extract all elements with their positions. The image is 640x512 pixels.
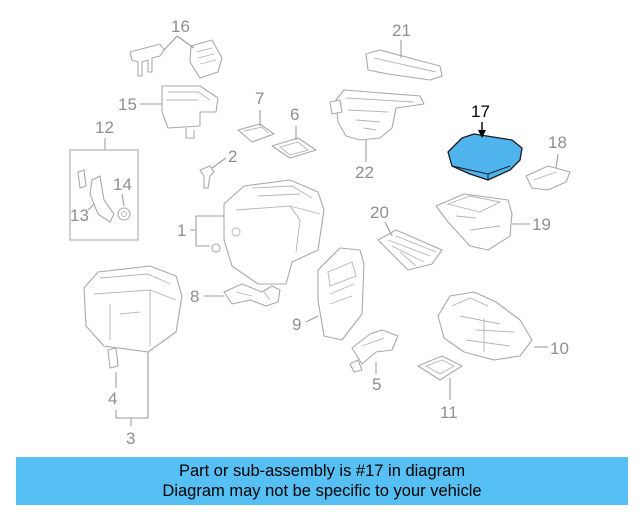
callout-9: 9 (292, 315, 301, 334)
callout-8: 8 (190, 287, 199, 306)
part-21[interactable]: 21 (365, 21, 443, 81)
part-3[interactable]: 3 (83, 265, 183, 448)
part-6[interactable]: 6 (271, 105, 317, 159)
banner-line-2: Diagram may not be specific to your vehi… (162, 482, 482, 500)
part-5[interactable]: 5 (349, 329, 399, 394)
part-9[interactable]: 9 (292, 247, 365, 341)
parts-diagram: 16 15 12 13 14 2 (69, 17, 571, 448)
callout-22: 22 (355, 163, 374, 182)
part-11[interactable]: 11 (417, 355, 463, 422)
part-14[interactable]: 14 (113, 175, 132, 221)
callout-19: 19 (532, 215, 551, 234)
part-8[interactable]: 8 (190, 283, 281, 307)
callout-14: 14 (113, 175, 132, 194)
callout-20: 20 (370, 203, 389, 222)
part-2[interactable]: 2 (199, 147, 237, 189)
part-1[interactable]: 1 (177, 179, 325, 285)
part-4[interactable]: 4 (107, 347, 119, 418)
info-banner: Part or sub-assembly is #17 in diagram D… (16, 457, 628, 505)
callout-3: 3 (126, 429, 135, 448)
part-12-box (69, 149, 139, 241)
callout-21: 21 (392, 21, 411, 40)
part-15[interactable]: 15 (118, 85, 219, 139)
arrow-down-icon (478, 130, 486, 138)
callout-6: 6 (290, 105, 299, 124)
callout-16: 16 (171, 17, 190, 36)
callout-15: 15 (118, 95, 137, 114)
part-20[interactable]: 20 (370, 203, 443, 271)
part-12-group[interactable]: 12 13 14 (69, 118, 139, 241)
callout-12: 12 (95, 118, 114, 137)
callout-10: 10 (550, 339, 569, 358)
callout-17: 17 (471, 102, 490, 121)
part-16[interactable]: 16 (129, 17, 223, 79)
callout-2: 2 (228, 147, 237, 166)
banner-line-1: Part or sub-assembly is #17 in diagram (178, 462, 466, 480)
part-19[interactable]: 19 (435, 193, 551, 251)
part-13[interactable]: 13 (70, 169, 115, 225)
part-18[interactable]: 18 (525, 133, 571, 191)
callout-18: 18 (548, 133, 567, 152)
part-22[interactable]: 22 (329, 89, 425, 182)
callout-7: 7 (255, 89, 264, 108)
part-7[interactable]: 7 (237, 89, 275, 143)
callout-5: 5 (372, 375, 381, 394)
part-17[interactable]: 17 (447, 102, 523, 181)
callout-11: 11 (440, 403, 458, 422)
part-10[interactable]: 10 (437, 291, 569, 361)
callout-4: 4 (108, 389, 117, 408)
callout-1: 1 (177, 221, 186, 240)
callout-13: 13 (70, 206, 89, 225)
